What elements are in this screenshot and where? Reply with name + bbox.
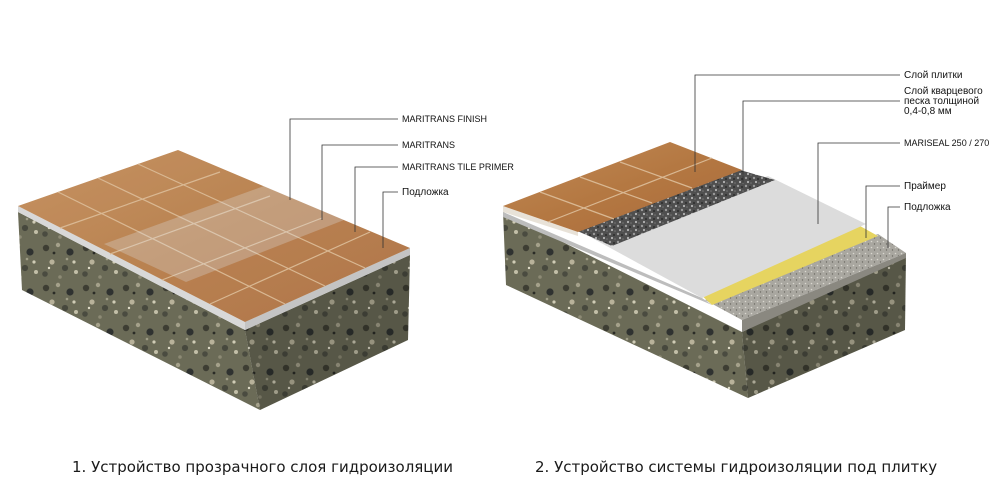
label-primer: Праймер — [904, 181, 946, 192]
label-substrate-2: Подложка — [904, 202, 951, 213]
diagram2-primer-top — [700, 226, 878, 305]
diagram2-membrane-top — [592, 176, 866, 298]
diagram1-leaders — [289, 118, 398, 248]
label-tile-layer: Слой плитки — [904, 70, 963, 81]
diagram2-leaders — [694, 74, 900, 248]
diagram1-clear-film — [104, 186, 344, 282]
diagram2-quartz-top — [575, 170, 775, 246]
diagram1-finish-edge-right — [245, 248, 410, 330]
caption-diagram1: 1. Устройство прозрачного слоя гидроизол… — [72, 458, 454, 476]
diagram2-membrane-edge — [503, 212, 712, 305]
label-quartz-layer-line3: 0,4-0,8 мм — [904, 106, 952, 117]
diagram1-tile-top — [18, 150, 410, 322]
caption-diagram2: 2. Устройство системы гидроизоляции под … — [535, 458, 938, 476]
label-quartz-layer-line2: песка толщиной — [904, 96, 980, 107]
label-maritrans-tile-primer: MARITRANS TILE PRIMER — [402, 162, 514, 172]
diagram1-glaze — [18, 150, 410, 322]
diagram1-stone-right-shade — [245, 255, 410, 410]
label-substrate-1: Подложка — [402, 187, 449, 198]
diagram1-stone-front — [18, 212, 260, 410]
diagram2-tile-edge — [503, 206, 578, 236]
label-maritrans: MARITRANS — [402, 140, 456, 150]
diagram2-stone-right-shade — [742, 253, 906, 398]
diagram2-substrate-edge — [742, 253, 906, 332]
label-maritrans-finish: MARITRANS FINISH — [402, 114, 488, 124]
diagram1-stone-right — [245, 255, 410, 410]
diagram2-block — [503, 142, 906, 398]
label-mariseal: MARISEAL 250 / 270 — [904, 138, 990, 148]
diagram1-block — [18, 150, 410, 410]
diagram1-finish-edge — [18, 206, 245, 330]
diagram2-substrate-top — [705, 234, 906, 320]
diagram2-stone-right — [742, 253, 906, 398]
diagram2-stone-front — [503, 212, 748, 398]
diagram2-tile-top — [503, 142, 742, 232]
label-quartz-layer-line1: Слой кварцевого — [904, 86, 983, 97]
